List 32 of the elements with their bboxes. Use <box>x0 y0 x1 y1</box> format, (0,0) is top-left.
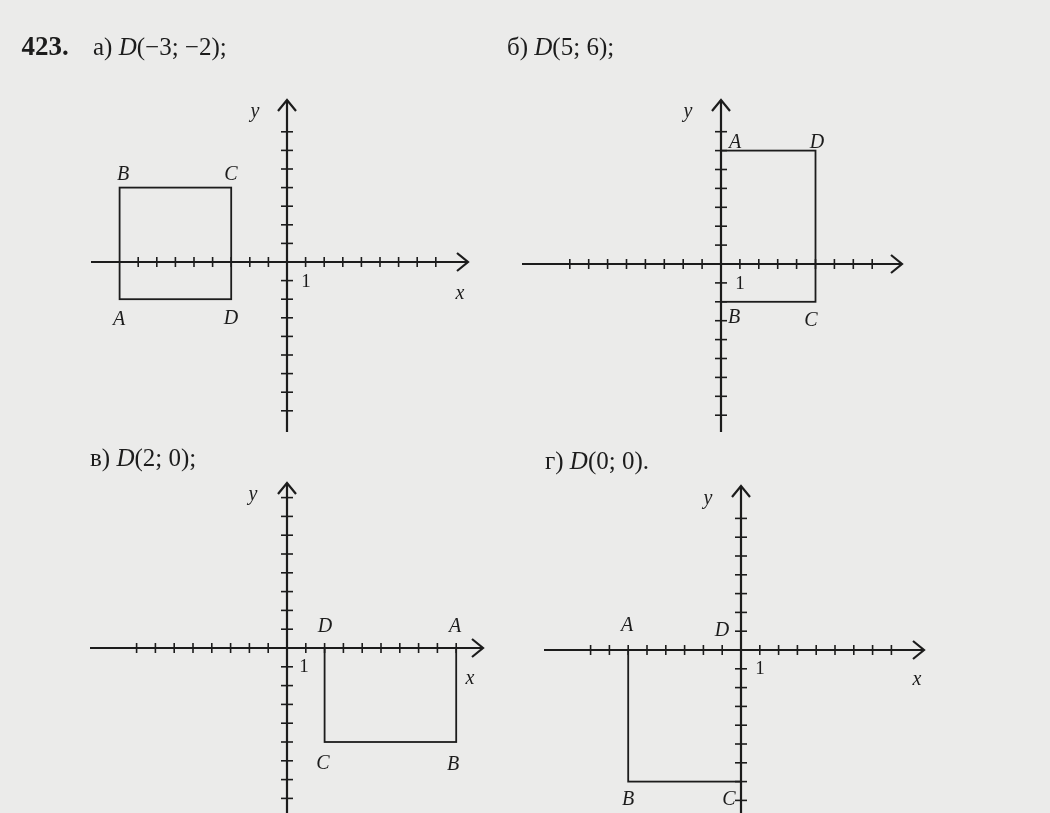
tick-label: 1 <box>299 655 309 675</box>
point-label: D <box>317 615 333 635</box>
task-label: а) D(−3; −2); <box>93 33 227 59</box>
point-label: C <box>224 163 238 183</box>
axis-label: y <box>250 100 260 120</box>
task-label: г) D(0; 0). <box>545 447 649 473</box>
axis-label: y <box>703 487 713 507</box>
tick-label: 1 <box>735 272 745 292</box>
point-label: D <box>714 619 730 639</box>
point-label: B <box>727 306 741 326</box>
task-label: б) D(5; 6); <box>507 33 615 59</box>
point-label: A <box>728 131 742 151</box>
axis-label: x <box>912 668 922 688</box>
problem-number: 423. <box>21 32 69 60</box>
point-label: B <box>446 753 460 773</box>
axis-label: y <box>248 483 258 503</box>
point-label: D <box>223 307 239 327</box>
tick-label: 1 <box>301 270 311 290</box>
point-label: B <box>116 163 130 183</box>
point-label: D <box>809 131 825 151</box>
axis-label: x <box>465 667 475 687</box>
point-label: A <box>112 308 126 328</box>
point-label: C <box>316 752 330 772</box>
axis-label: x <box>455 282 465 302</box>
point-label: A <box>620 614 634 634</box>
task-label: в) D(2; 0); <box>90 444 197 470</box>
axis-label: y <box>683 100 693 120</box>
point-label: C <box>722 788 736 808</box>
point-label: C <box>804 309 818 329</box>
point-label: B <box>621 788 635 808</box>
point-label: A <box>448 615 462 635</box>
tick-label: 1 <box>755 657 765 677</box>
